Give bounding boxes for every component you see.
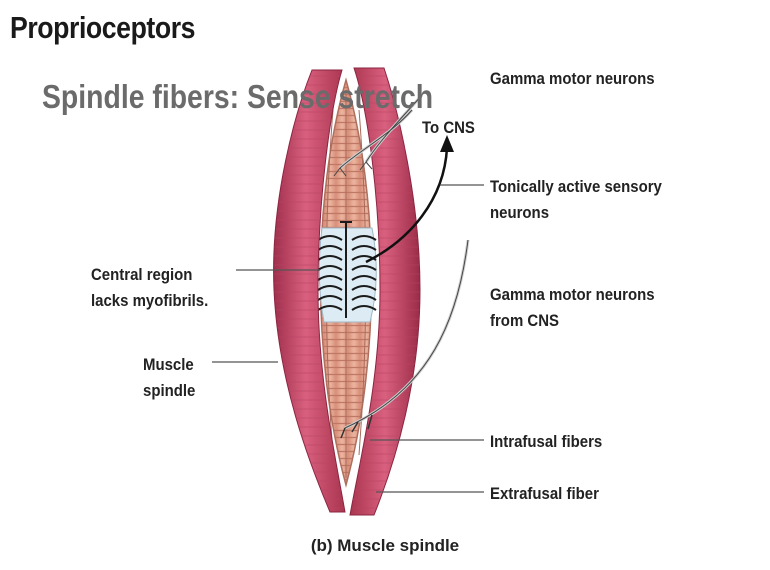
figure-caption: (b) Muscle spindle xyxy=(0,536,770,556)
label-tonically-active-2: neurons xyxy=(490,200,549,226)
label-extrafusal-fiber: Extrafusal fiber xyxy=(490,481,599,507)
label-muscle-spindle-2: spindle xyxy=(143,378,195,404)
label-gamma-motor-neurons: Gamma motor neurons xyxy=(490,66,655,92)
central-region xyxy=(318,222,376,322)
subtitle: Spindle fibers: Sense stretch xyxy=(42,78,433,116)
label-to-cns: To CNS xyxy=(422,115,475,141)
label-central-region-2: lacks myofibrils. xyxy=(91,288,208,314)
label-central-region-1: Central region xyxy=(91,262,192,288)
label-tonically-active-1: Tonically active sensory xyxy=(490,174,662,200)
label-gamma-from-cns-2: from CNS xyxy=(490,308,559,334)
label-muscle-spindle-1: Muscle xyxy=(143,352,194,378)
label-gamma-from-cns-1: Gamma motor neurons xyxy=(490,282,655,308)
label-intrafusal-fibers: Intrafusal fibers xyxy=(490,429,602,455)
